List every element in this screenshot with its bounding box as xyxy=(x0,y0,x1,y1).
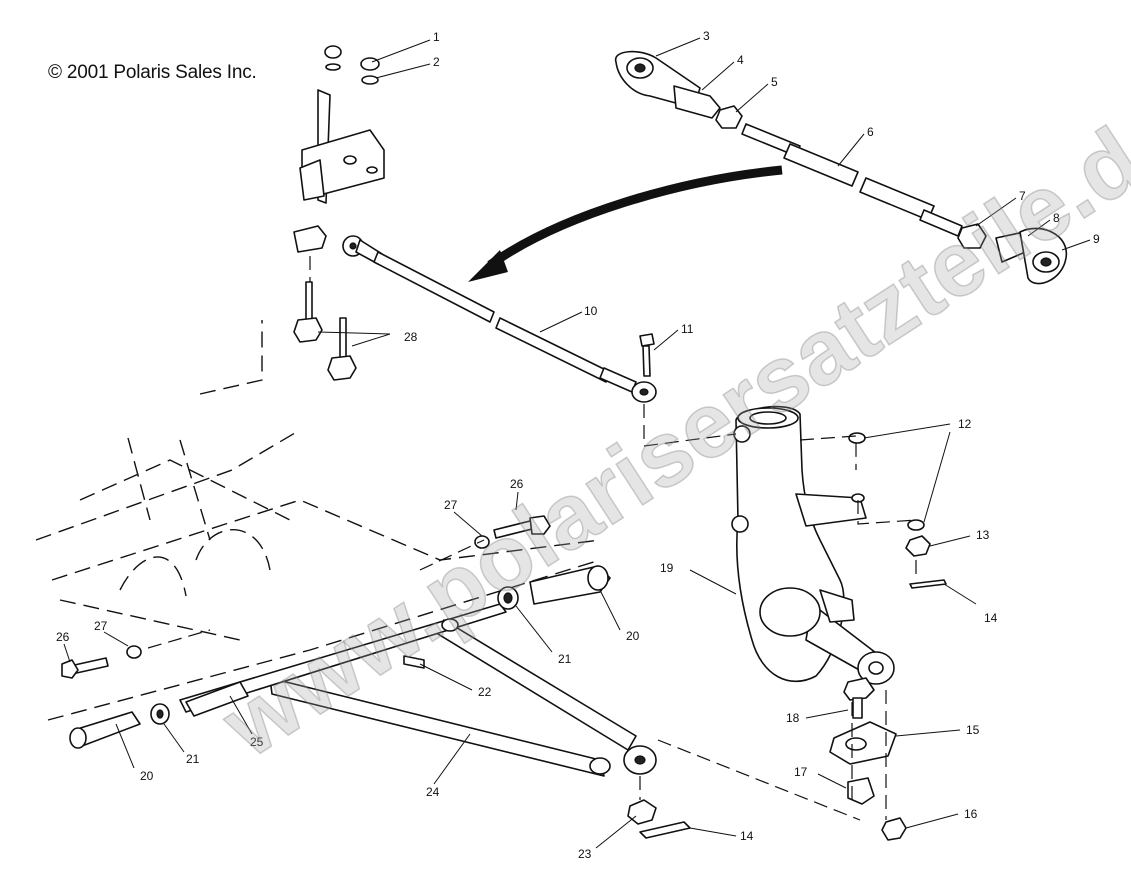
a-arm xyxy=(179,603,657,777)
callout-22: 22 xyxy=(478,685,492,699)
callout-4: 4 xyxy=(737,53,744,67)
callout-25: 25 xyxy=(250,735,264,749)
callout-14a: 14 xyxy=(984,611,998,625)
callout-24: 24 xyxy=(426,785,440,799)
callout-1: 1 xyxy=(433,30,440,44)
cotter-pin-14a xyxy=(909,579,947,589)
callout-28: 28 xyxy=(404,330,418,344)
callout-6: 6 xyxy=(867,125,874,139)
callout-14b: 14 xyxy=(740,829,754,843)
spindle-knuckle xyxy=(731,405,895,685)
callout-18: 18 xyxy=(786,711,800,725)
callout-9: 9 xyxy=(1093,232,1100,246)
bolts-28 xyxy=(293,281,357,381)
tie-rod-assembly xyxy=(342,235,657,403)
washer-12b xyxy=(907,519,925,531)
callout-19: 19 xyxy=(660,561,674,575)
nut-13 xyxy=(905,535,931,557)
pivot-hardware xyxy=(69,565,611,749)
assembly-lines xyxy=(147,256,917,821)
bolt-11 xyxy=(639,333,655,377)
callout-5: 5 xyxy=(771,75,778,89)
callout-20a: 20 xyxy=(626,629,640,643)
callout-26b: 26 xyxy=(56,630,70,644)
lower-ball-joint-parts xyxy=(829,677,907,841)
callout-11: 11 xyxy=(681,322,694,336)
callout-7: 7 xyxy=(1019,189,1026,203)
callout-10: 10 xyxy=(584,304,598,318)
tie-rod-exploded xyxy=(615,50,1067,285)
callout-21a: 21 xyxy=(558,652,572,666)
steering-post xyxy=(299,45,385,204)
callout-3: 3 xyxy=(703,29,710,43)
callout-15: 15 xyxy=(966,723,980,737)
copyright-notice: © 2001 Polaris Sales Inc. xyxy=(48,62,257,83)
leader-lines xyxy=(63,37,1091,849)
assembly-arrow xyxy=(487,165,783,269)
callout-16: 16 xyxy=(964,807,978,821)
callout-26a: 26 xyxy=(510,477,524,491)
callout-23: 23 xyxy=(578,847,592,861)
callout-labels: 1 2 3 4 5 6 7 8 9 10 11 12 13 14 15 16 1… xyxy=(56,29,1100,861)
callout-2: 2 xyxy=(433,55,440,69)
callout-27b: 27 xyxy=(94,619,108,633)
nut-23 xyxy=(627,799,657,825)
post-bushing xyxy=(293,225,327,253)
washer-12a xyxy=(848,432,866,444)
callout-8: 8 xyxy=(1053,211,1060,225)
bolts-26-washers-27 xyxy=(61,515,551,679)
callout-20b: 20 xyxy=(140,769,154,783)
callout-21b: 21 xyxy=(186,752,200,766)
callout-27a: 27 xyxy=(444,498,458,512)
callout-17: 17 xyxy=(794,765,808,779)
callout-12: 12 xyxy=(958,417,972,431)
cotter-pin-14b xyxy=(639,821,691,839)
frame-outline xyxy=(35,320,601,721)
callout-13: 13 xyxy=(976,528,990,542)
